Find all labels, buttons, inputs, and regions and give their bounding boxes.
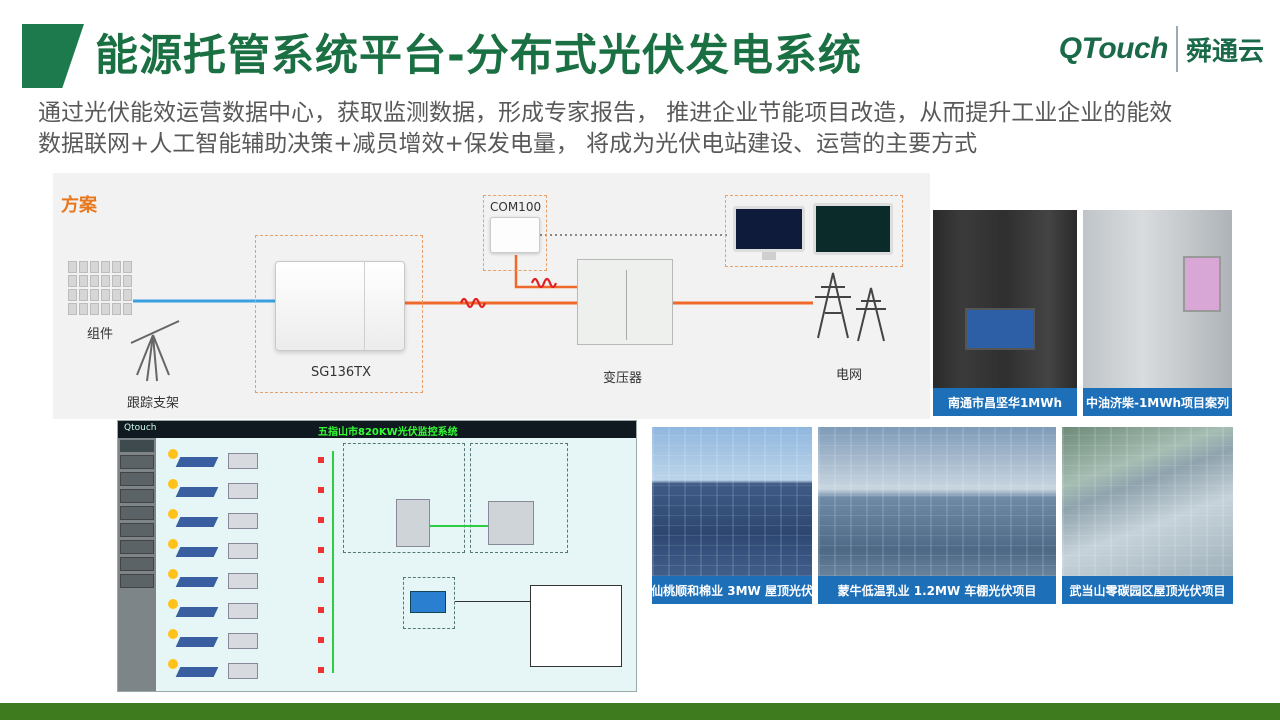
diagram-connections (130, 234, 886, 382)
logo-brand-text: QTouch (1058, 32, 1169, 65)
transformer-icon (577, 259, 673, 345)
transformer-label: 变压器 (603, 371, 643, 386)
monitor-brand: Qtouch (124, 423, 157, 433)
photo-project-2: 中油济柴-1MWh项目案列 (1083, 210, 1232, 416)
transformer-cabinet-icon (488, 501, 534, 545)
combiner-row (168, 479, 324, 503)
inverter-group-box (343, 443, 465, 553)
combiner-row (168, 539, 324, 563)
monitor-sidebar (118, 438, 156, 691)
photo-project-5: 武当山零碳园区屋顶光伏项目 (1062, 427, 1233, 604)
photo-project-1: 南通市昌坚华1MWh (933, 210, 1077, 416)
com-label: COM100 (490, 200, 542, 214)
combiner-row (168, 659, 324, 683)
monitor-frame (725, 195, 903, 267)
inverter-icon (275, 261, 405, 351)
combiner-row (168, 569, 324, 593)
grid-label: 电网 (836, 368, 863, 383)
monitor-titlebar: Qtouch 五指山市820KW光伏监控系统 (118, 421, 636, 438)
photo-caption: 武当山零碳园区屋顶光伏项目 (1062, 576, 1233, 604)
title-accent-mark (22, 24, 84, 88)
combiner-row (168, 509, 324, 533)
squiggle-2 (530, 277, 558, 289)
solar-panel-texture (1062, 427, 1233, 576)
photo-caption: 南通市昌坚华1MWh (933, 388, 1077, 416)
com-frame (483, 195, 547, 271)
photo-project-4: 蒙牛低温乳业 1.2MW 车棚光伏项目 (818, 427, 1056, 604)
bus-line (332, 451, 334, 673)
monitoring-system-screenshot: Qtouch 五指山市820KW光伏监控系统 (117, 420, 637, 692)
page-description: 通过光伏能效运营数据中心，获取监测数据，形成专家报告， 推进企业节能项目改造，从… (38, 100, 1173, 157)
dashboard-screen-icon (813, 203, 893, 255)
inverter-label: SG136TX (311, 365, 371, 380)
cabinet-screen (1183, 256, 1221, 312)
tracker-label: 跟踪支架 (127, 396, 180, 411)
combiner-row (168, 599, 324, 623)
network-line (455, 601, 530, 602)
com-feed-line (514, 255, 577, 289)
control-center-box (530, 585, 622, 667)
solution-diagram: 方案 组件 跟踪支架 (53, 173, 930, 419)
modules-label: 组件 (87, 327, 114, 342)
photo-caption: 蒙牛低温乳业 1.2MW 车棚光伏项目 (818, 576, 1056, 604)
inverter-cabinet-icon (396, 499, 430, 547)
data-collector-icon (410, 591, 446, 613)
solar-panel-texture (652, 427, 812, 576)
combiner-row (168, 629, 324, 653)
brand-logo: QTouch 舜通云 (1059, 24, 1264, 74)
page-title: 能源托管系统平台-分布式光伏发电系统 (95, 31, 862, 81)
squiggle-1 (459, 297, 487, 309)
photo-project-3: 仙桃顺和棉业 3MW 屋顶光伏 (652, 427, 812, 604)
inverter-frame (255, 235, 423, 393)
footer-bar (0, 703, 1280, 720)
data-collector-box (403, 577, 455, 629)
grid-pylon-icon (815, 272, 886, 342)
transformer-group-box (470, 443, 568, 553)
monitor-title: 五指山市820KW光伏监控系统 (318, 427, 458, 438)
link-line (430, 525, 488, 527)
photo-caption: 中油济柴-1MWh项目案列 (1083, 388, 1232, 416)
solar-panel-texture (818, 427, 1056, 576)
logo-cn-text: 舜通云 (1185, 36, 1264, 67)
pv-modules-icon (68, 261, 132, 315)
desktop-monitor-icon (733, 206, 805, 252)
combiner-row (168, 449, 324, 473)
logo-divider (1175, 26, 1178, 72)
cabinet-screen (965, 308, 1035, 350)
photo-caption: 仙桃顺和棉业 3MW 屋顶光伏 (652, 576, 812, 604)
diagram-label: 方案 (61, 195, 97, 216)
monitor-stand (762, 252, 776, 260)
tracker-icon (130, 320, 180, 382)
com100-device-icon (490, 217, 540, 253)
